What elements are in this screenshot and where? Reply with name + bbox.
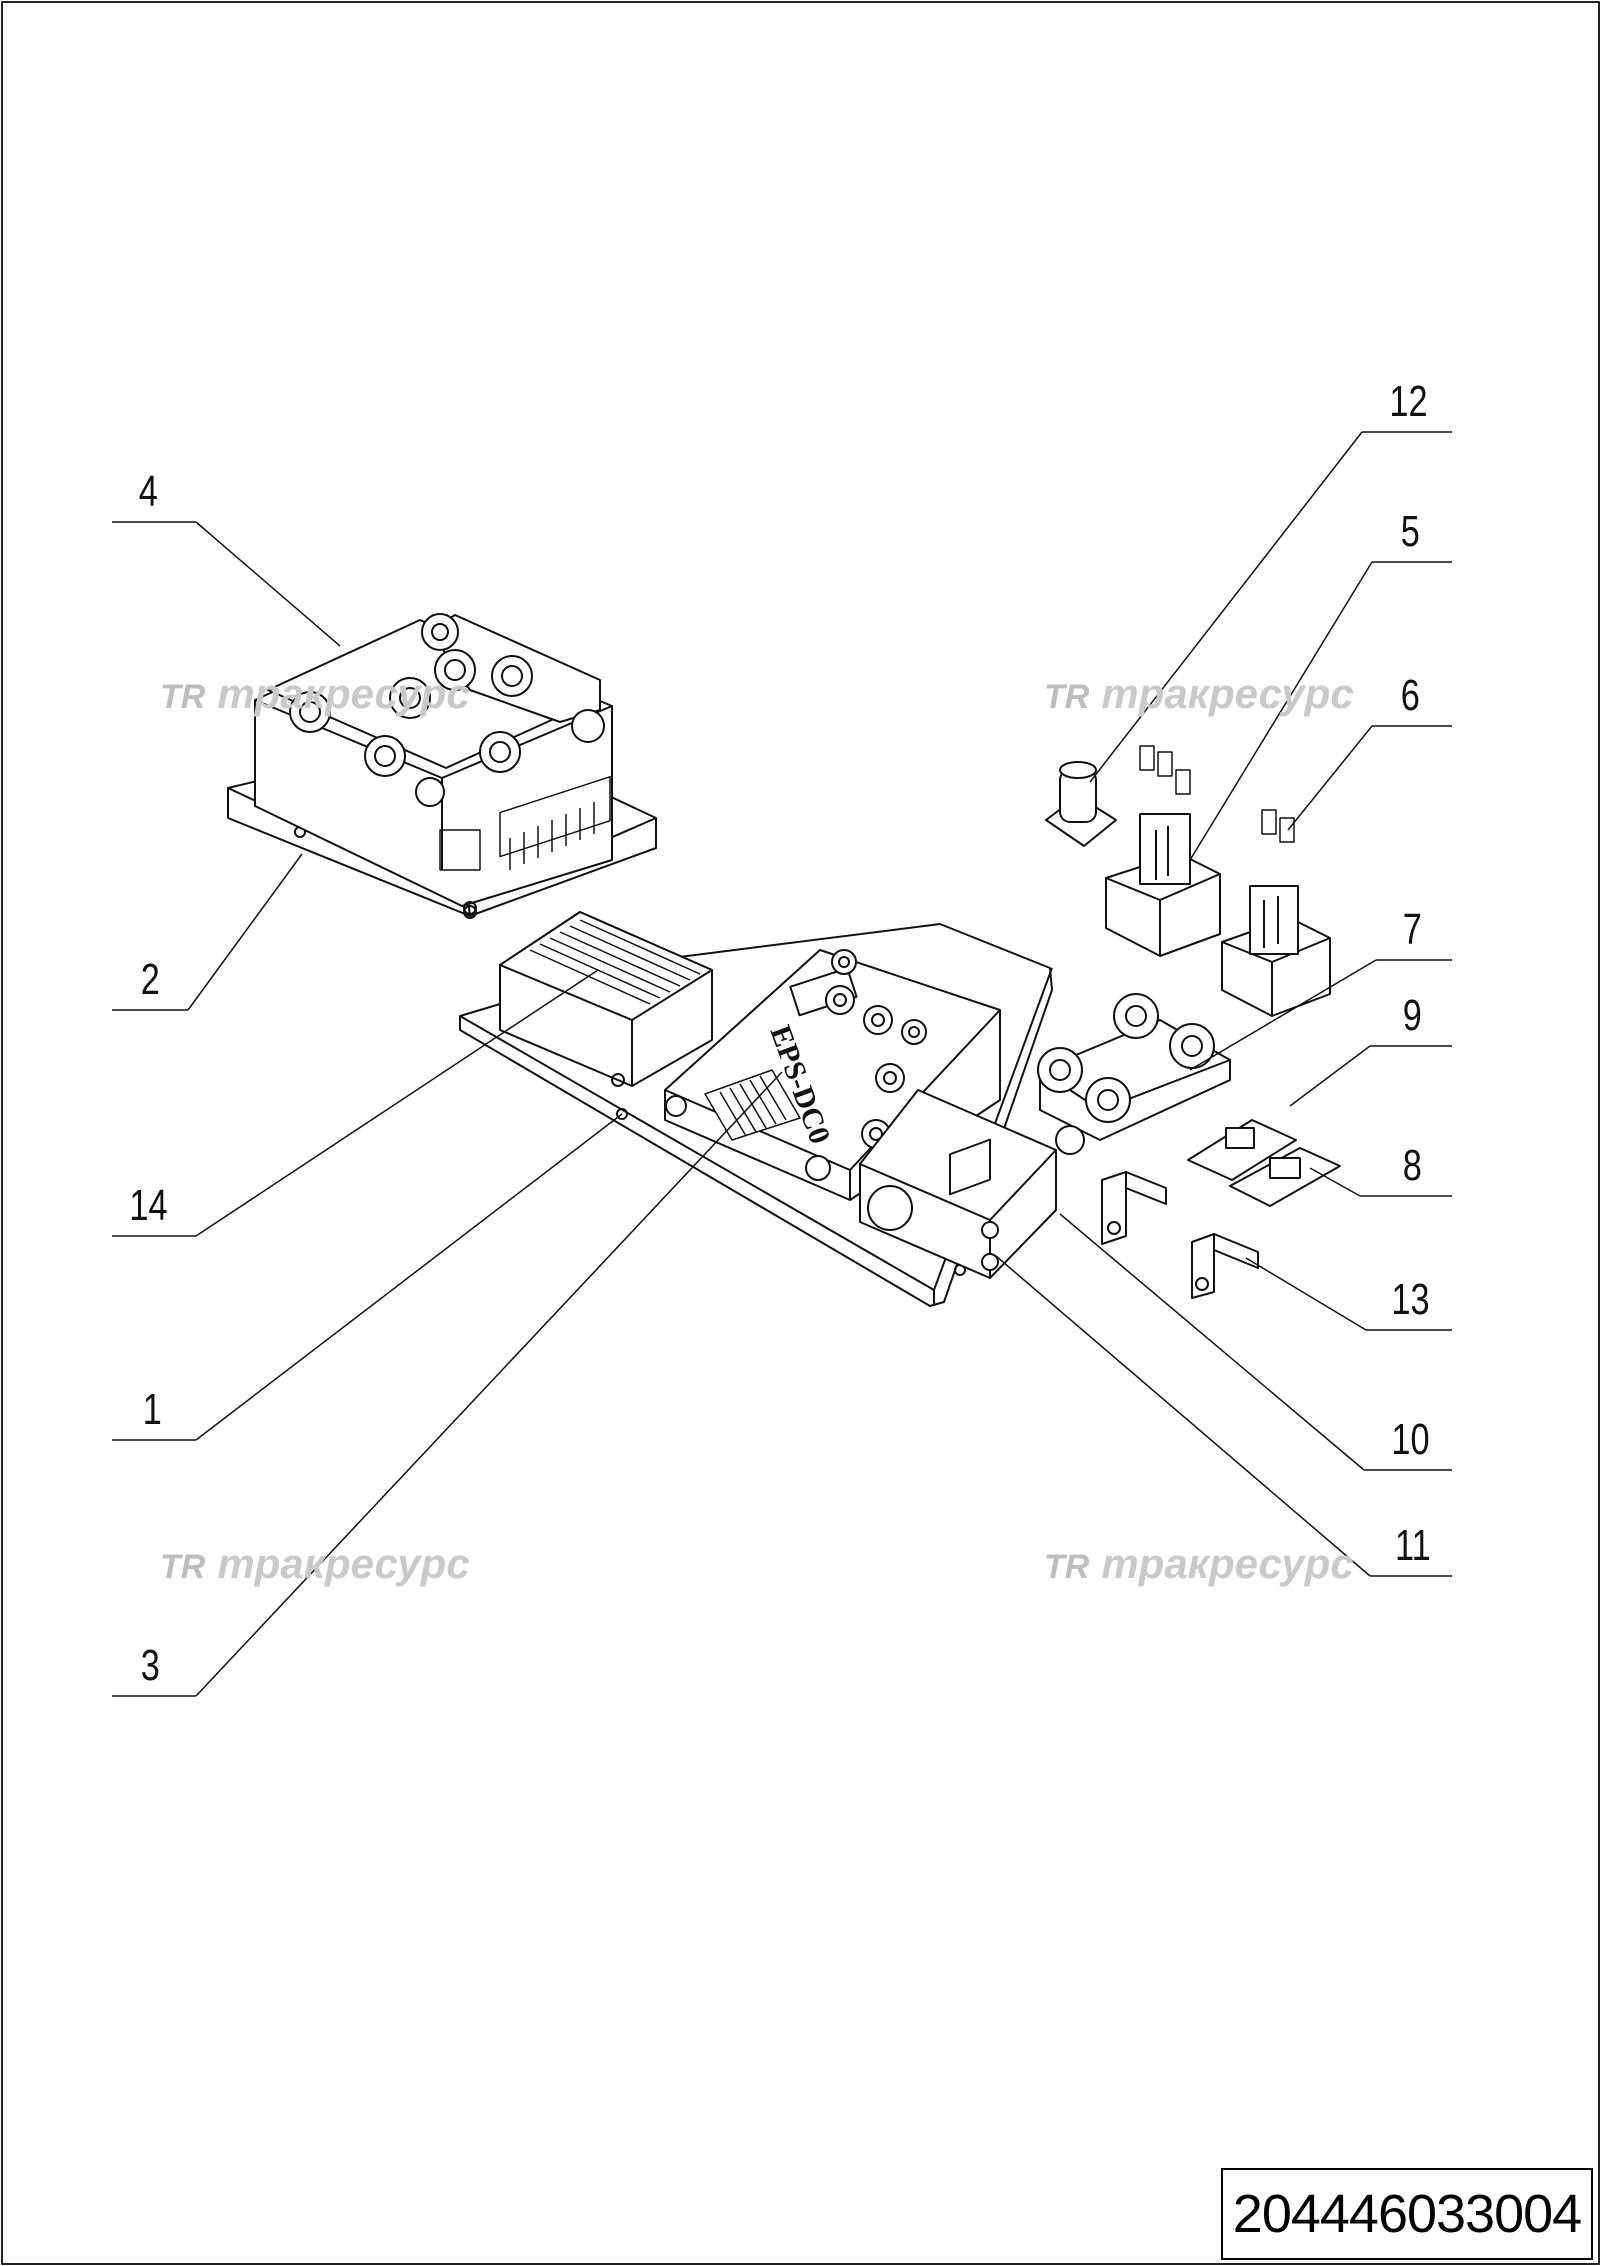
- callout-8: 8: [1402, 1141, 1422, 1190]
- watermark: TR трaкресурс: [1044, 670, 1354, 718]
- document-number-box: 204446033004: [1221, 2168, 1593, 2260]
- watermark-logo: TR: [160, 1548, 206, 1586]
- callout-1: 1: [142, 1385, 162, 1434]
- fuse-small-1: [1139, 745, 1191, 795]
- leader-lines: [112, 431, 1452, 1697]
- part-9-fuse: [1187, 1119, 1297, 1181]
- callout-13: 13: [1391, 1275, 1430, 1324]
- part-8-fuse: [1229, 1147, 1341, 1207]
- callout-7: 7: [1402, 905, 1422, 954]
- watermark-logo: TR: [1044, 678, 1090, 716]
- callout-12: 12: [1389, 377, 1428, 426]
- callout-10: 10: [1391, 1415, 1430, 1464]
- callout-11: 11: [1395, 1521, 1431, 1570]
- watermark-logo: TR: [1044, 1548, 1090, 1586]
- part-13-bracket: [1101, 1171, 1259, 1299]
- part-6-relay: [1221, 885, 1331, 1017]
- part-5-relay: [1105, 813, 1221, 957]
- document-number: 204446033004: [1232, 2184, 1582, 2244]
- part-12-switch: [1045, 761, 1117, 847]
- watermark-text: трaкресурс: [217, 1540, 470, 1587]
- callout-3: 3: [140, 1641, 160, 1690]
- callout-14: 14: [129, 1181, 168, 1230]
- watermark: TR трaкресурс: [160, 1540, 470, 1588]
- callout-5: 5: [1400, 507, 1420, 556]
- fuse-small-2: [1261, 809, 1295, 843]
- watermark: TR трaкресурс: [1044, 1540, 1354, 1588]
- watermark-text: трaкресурс: [1101, 670, 1354, 717]
- watermark-logo: TR: [160, 678, 206, 716]
- callout-9: 9: [1402, 991, 1422, 1040]
- part-7-terminal-bar: [1037, 993, 1231, 1155]
- watermark-text: трaкресурс: [217, 670, 470, 717]
- part-4-motor-controller: [254, 613, 613, 915]
- part-10-contactor: [859, 1089, 1057, 1279]
- watermark: TR трaкресурс: [160, 670, 470, 718]
- callout-6: 6: [1400, 671, 1420, 720]
- watermark-text: трaкресурс: [1101, 1540, 1354, 1587]
- callout-4: 4: [138, 467, 158, 516]
- part-14-heatsink: [499, 911, 713, 1087]
- callout-2: 2: [140, 955, 160, 1004]
